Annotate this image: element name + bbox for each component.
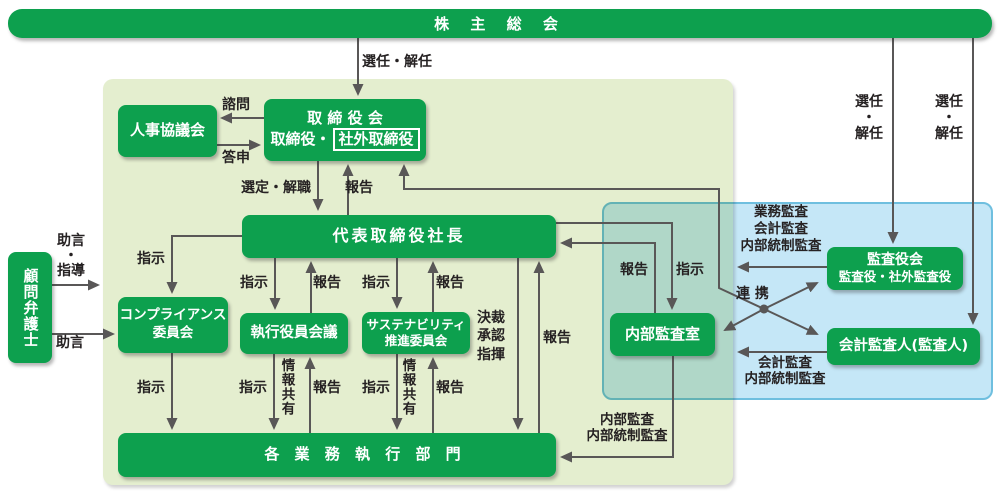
label-instruct-executive: 指示 — [240, 275, 268, 291]
outside-directors-box: 社外取締役 — [332, 128, 420, 152]
label-instruct-departments-compliance: 指示 — [137, 380, 165, 396]
internal-audit-office-box: 内部監査室 — [610, 313, 715, 356]
audit-board-members: 監査役・社外監査役 — [838, 269, 952, 285]
label-accounting-scope: 会計監査 内部統制監査 — [744, 355, 826, 388]
business-departments-box: 各 業 務 執 行 部 門 — [118, 433, 556, 477]
sustainability-committee-box: サステナビリティ 推進委員会 — [362, 312, 470, 354]
cooperation-junction-dot — [759, 304, 769, 314]
label-instruct-sustainability: 指示 — [362, 275, 390, 291]
president-box: 代表取締役社長 — [242, 215, 556, 258]
audit-board-title: 監査役会 — [867, 252, 923, 269]
label-report-internal-audit: 報告 — [620, 262, 648, 278]
audit-supervisory-board-box: 監査役会 監査役・社外監査役 — [827, 247, 963, 290]
label-advice-guidance: 助言 ・ 指導 — [57, 233, 85, 280]
label-consult: 諮問 — [222, 97, 250, 113]
label-cooperation: 連 携 — [736, 286, 769, 302]
label-info-sharing-sustainability: 情報共有 — [399, 358, 416, 416]
label-report-executive: 報告 — [313, 275, 341, 291]
label-audit-board-scope: 業務監査 会計監査 内部統制監査 — [740, 204, 822, 254]
label-report-departments-executive: 報告 — [313, 380, 341, 396]
label-select-dismiss: 選定・解職 — [241, 180, 311, 196]
label-info-sharing-executive: 情報共有 — [278, 358, 295, 416]
label-report-president: 報告 — [543, 330, 571, 346]
board-of-directors-box: 取 締 役 会 取締役・ 社外取締役 — [264, 99, 426, 161]
legal-advisor-box: 顧問弁護士 — [8, 252, 52, 363]
label-instruct-compliance: 指示 — [137, 251, 165, 267]
compliance-committee-box: コンプライアンス 委員会 — [118, 297, 228, 353]
personnel-council-box: 人事協議会 — [118, 105, 217, 157]
label-appoint-dismiss-board: 選任・解任 — [362, 54, 432, 70]
label-instruct-departments-executive: 指示 — [239, 380, 267, 396]
label-approval-command: 決裁 承認 指揮 — [477, 310, 505, 363]
executive-officer-meeting-box: 執行役員会議 — [240, 313, 348, 354]
label-appoint-dismiss-audit-board: 選任 ・ 解任 — [855, 94, 883, 143]
label-instruct-internal-audit: 指示 — [676, 262, 704, 278]
label-report-departments-sustainability: 報告 — [436, 380, 464, 396]
accounting-auditor-box: 会計監査人(監査人) — [827, 328, 980, 365]
shareholders-meeting-box: 株 主 総 会 — [8, 9, 992, 38]
label-appoint-dismiss-accounting-auditor: 選任 ・ 解任 — [935, 94, 963, 143]
label-report-to-board: 報告 — [345, 180, 373, 196]
label-instruct-departments-sustainability: 指示 — [362, 380, 390, 396]
label-report-sustainability: 報告 — [436, 275, 464, 291]
label-report-back: 答申 — [222, 150, 250, 166]
label-advice: 助言 — [56, 335, 84, 351]
board-directors-label: 取締役・ — [270, 130, 331, 148]
board-title: 取 締 役 会 — [307, 108, 383, 127]
label-internal-audit-scope: 内部監査 内部統制監査 — [586, 412, 668, 445]
